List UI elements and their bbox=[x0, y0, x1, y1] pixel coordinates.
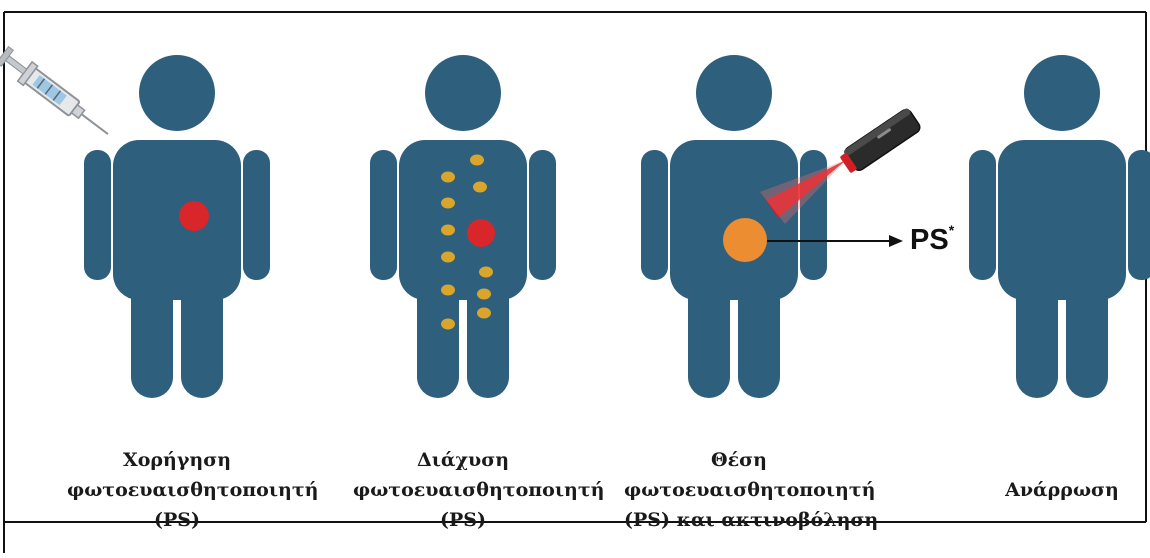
tumor-site-diffusion bbox=[467, 219, 495, 247]
human-figure-diffusion bbox=[370, 55, 556, 398]
ps-particle bbox=[473, 182, 487, 193]
syringe-icon bbox=[0, 45, 115, 144]
figure-right-arm bbox=[529, 150, 556, 280]
activation-arrowhead bbox=[889, 235, 903, 247]
tumor-site bbox=[179, 201, 209, 231]
figure-hips bbox=[1016, 255, 1108, 295]
figure-left-arm bbox=[84, 150, 111, 280]
ps-particle bbox=[441, 225, 455, 236]
caption-irradiation-line-1: Θέση bbox=[624, 445, 854, 475]
caption-recovery-line-1: Ανάρρωση bbox=[972, 475, 1150, 505]
ps-activated-label: PS* bbox=[910, 224, 954, 257]
ps-text: PS bbox=[910, 224, 949, 256]
ps-particle bbox=[441, 172, 455, 183]
caption-irradiation-line-2: φωτοευαισθητοποιητή bbox=[624, 475, 854, 505]
figure-left-arm bbox=[641, 150, 668, 280]
ps-superscript: * bbox=[949, 222, 954, 238]
laser-pointer-icon bbox=[838, 107, 922, 176]
ps-particle bbox=[479, 267, 493, 278]
caption-administration-line-3: (PS) bbox=[67, 505, 287, 535]
figure-hips bbox=[417, 255, 509, 295]
caption-diffusion-line-3: (PS) bbox=[353, 505, 573, 535]
figure-right-arm bbox=[1128, 150, 1150, 280]
ps-particle bbox=[441, 319, 455, 330]
caption-irradiation: Θέση φωτοευαισθητοποιητή (PS) και ακτινο… bbox=[624, 445, 854, 535]
ps-particle bbox=[477, 308, 491, 319]
ps-particle bbox=[441, 285, 455, 296]
figure-head bbox=[696, 55, 772, 131]
human-figure-administration bbox=[84, 55, 270, 398]
human-figure-recovery bbox=[969, 55, 1150, 398]
figure-left-arm bbox=[969, 150, 996, 280]
caption-administration: Χορήγηση φωτοευαισθητοποιητή (PS) bbox=[67, 445, 287, 535]
caption-irradiation-line-3: (PS) και ακτινοβόληση bbox=[624, 505, 854, 535]
ps-particle bbox=[470, 155, 484, 166]
ps-particle bbox=[441, 252, 455, 263]
figure-hips bbox=[131, 255, 223, 295]
caption-administration-line-2: φωτοευαισθητοποιητή bbox=[67, 475, 287, 505]
figure-head bbox=[1024, 55, 1100, 131]
caption-diffusion: Διάχυση φωτοευαισθητοποιητή (PS) bbox=[353, 445, 573, 535]
ps-particle bbox=[441, 198, 455, 209]
caption-diffusion-line-2: φωτοευαισθητοποιητή bbox=[353, 475, 573, 505]
caption-recovery: Ανάρρωση bbox=[972, 475, 1150, 505]
figure-hips bbox=[688, 255, 780, 295]
figure-left-arm bbox=[370, 150, 397, 280]
caption-administration-line-1: Χορήγηση bbox=[67, 445, 287, 475]
figure-right-arm bbox=[243, 150, 270, 280]
figure-head bbox=[425, 55, 501, 131]
caption-diffusion-line-1: Διάχυση bbox=[353, 445, 573, 475]
figure-head bbox=[139, 55, 215, 131]
activated-tumor bbox=[723, 218, 767, 262]
ps-particle bbox=[477, 289, 491, 300]
